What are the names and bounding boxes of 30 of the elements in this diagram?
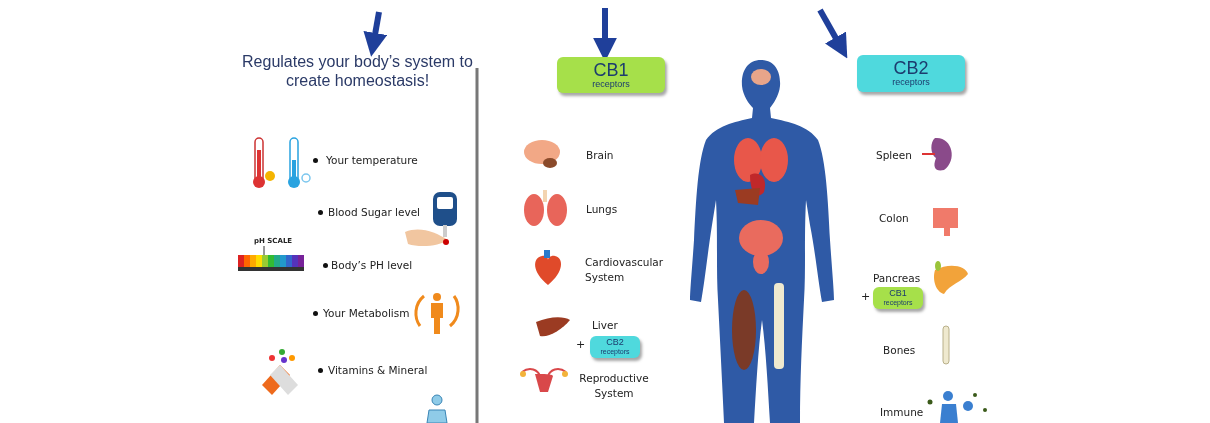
organ-label: Immune [880, 405, 924, 420]
organ-label: Spleen [876, 148, 912, 163]
list-item: Vitamins & Mineral [328, 363, 428, 378]
organ-label: Pancreas [873, 271, 921, 286]
receptor-caption: receptors [891, 78, 931, 88]
organ-label: Liver [592, 318, 618, 333]
receptor-name: CB2 [605, 336, 625, 348]
receptor-caption: receptors [591, 79, 631, 90]
list-item: Body’s PH level [331, 258, 413, 273]
organ-label: Cardiovascular System [585, 255, 665, 285]
receptor-name: CB1 [888, 287, 908, 299]
receptor-badge [873, 287, 923, 309]
plus-sign: + [576, 338, 586, 351]
organ-label: Lungs [586, 202, 618, 217]
list-item: Blood Sugar level [328, 205, 420, 220]
receptor-badge [557, 57, 665, 93]
organ-label: Reproductive System [578, 371, 650, 401]
arrow [363, 11, 388, 57]
plus-sign: + [861, 290, 871, 303]
receptor-name: CB1 [592, 58, 630, 80]
receptor-badge [590, 336, 640, 358]
receptor-name: CB2 [892, 57, 930, 78]
arrow [817, 8, 848, 59]
list-item: Your temperature [326, 153, 418, 168]
organ-label: Colon [879, 211, 909, 226]
list-item: Your Metabolism [323, 306, 410, 321]
organ-label: Bones [883, 343, 916, 358]
receptor-badge [857, 55, 965, 92]
organ-label: Brain [586, 148, 614, 163]
heading-text: Regulates your body’s system to create homeostasis! [230, 52, 485, 94]
